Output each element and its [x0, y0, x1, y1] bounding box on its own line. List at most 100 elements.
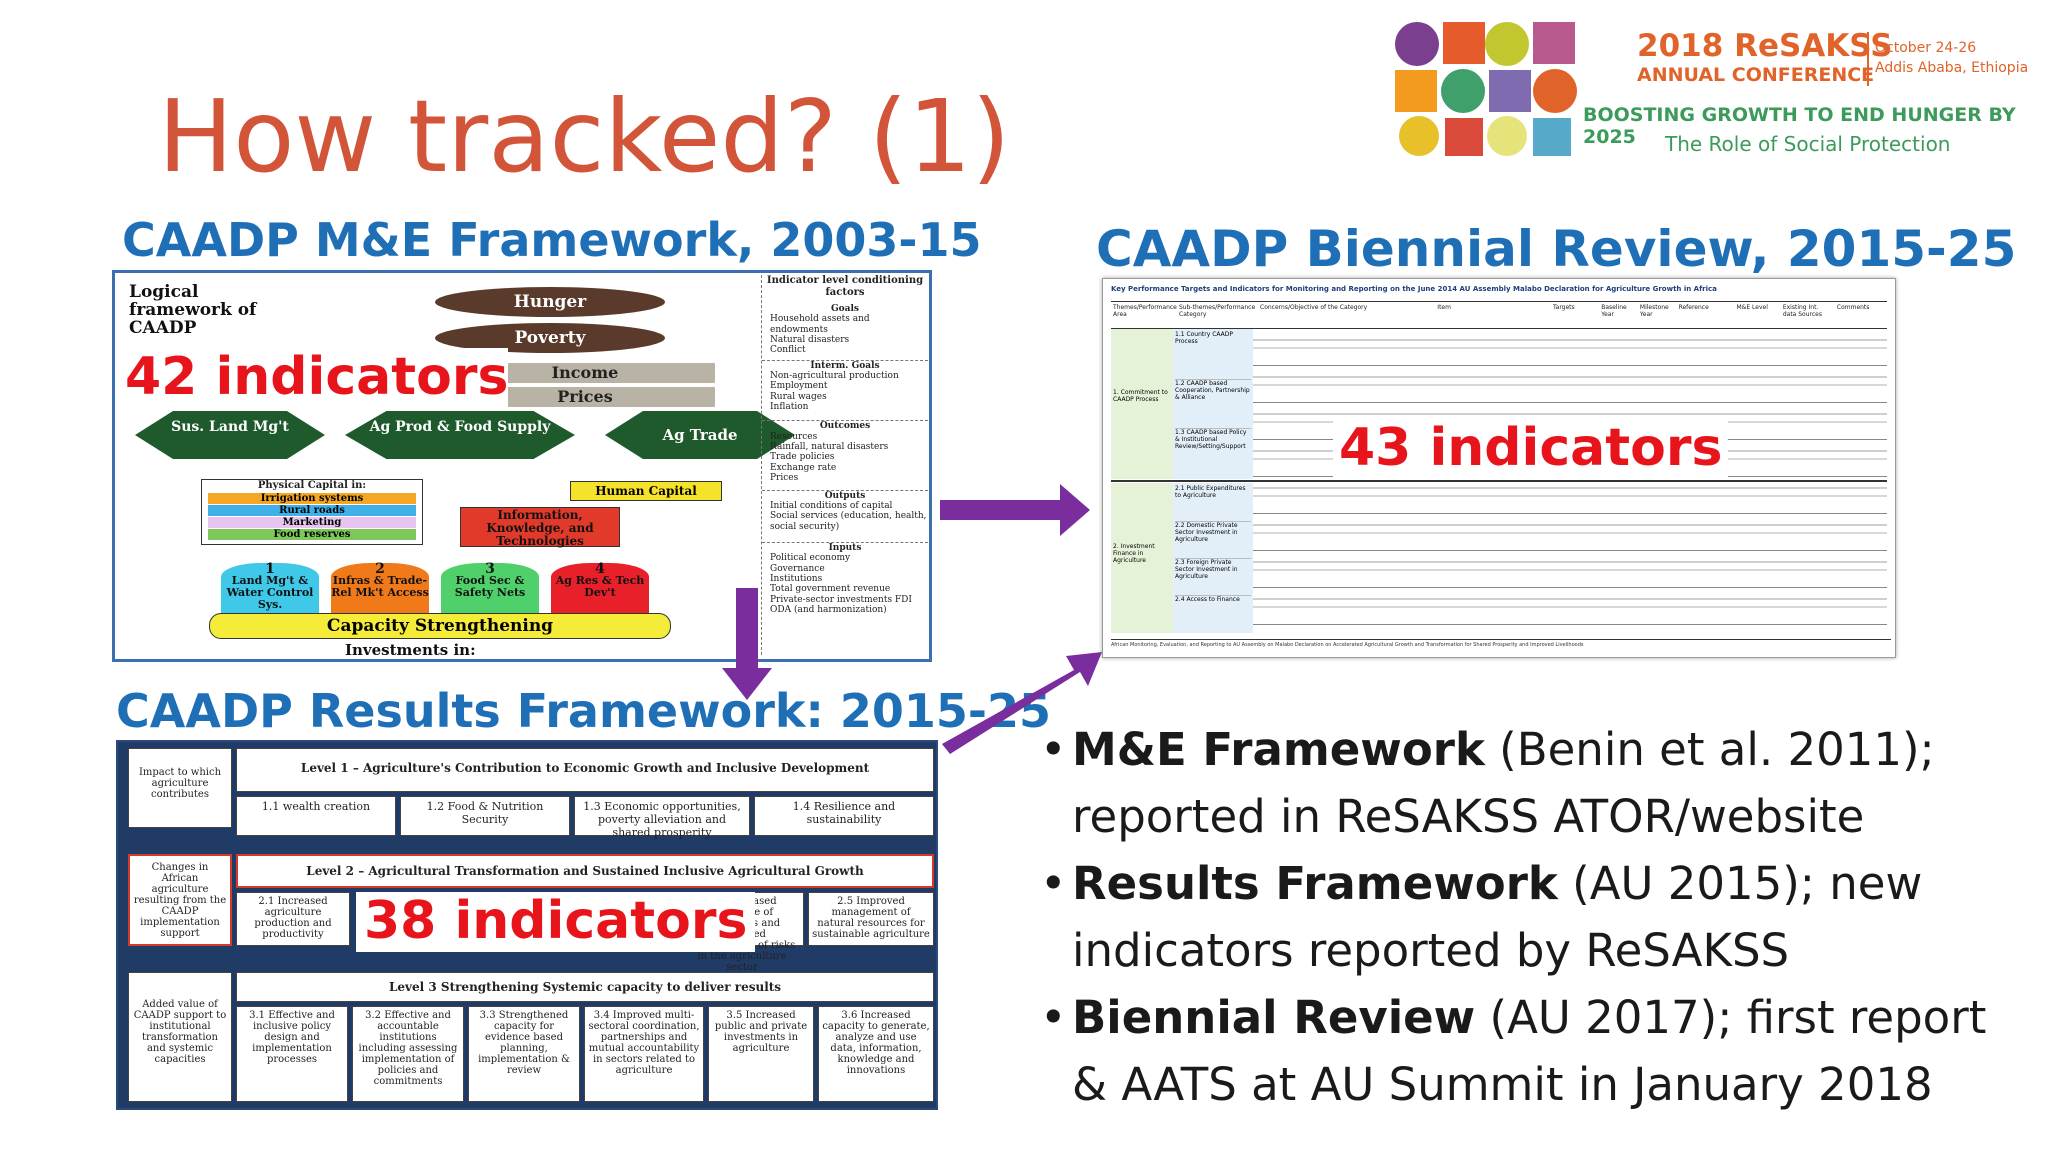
diamond-agprod-label: Ag Prod & Food Supply: [369, 419, 551, 435]
bullet-list: M&E Framework (Benin et al. 2011); repor…: [1040, 716, 2000, 1118]
header-cell: Themes/Performance Area: [1113, 304, 1177, 318]
logo-mosaic-icon: [1395, 22, 1577, 156]
outcomes-list: Resources Rainfall, natural disasters Tr…: [762, 432, 928, 484]
outcome-item: Rainfall, natural disasters: [770, 442, 889, 453]
level1-title: Level 1 – Agriculture's Contribution to …: [236, 748, 934, 792]
header-cell: Concerns/Objective of the Category: [1260, 304, 1368, 311]
level2-item: 2.5 Improved management of natural resou…: [808, 892, 934, 946]
inputs-label: Inputs: [762, 541, 928, 553]
level1-item-label: 1.2 Food & Nutrition Security: [426, 800, 544, 826]
me-framework-diagram: Logical framework of CAADP Hunger Povert…: [112, 270, 932, 662]
diamond-land-label: Sus. Land Mg't: [171, 419, 289, 435]
hunger-ellipse: Hunger: [435, 287, 665, 317]
interm-item: Inflation: [770, 402, 809, 413]
interm-item: Employment: [770, 381, 828, 392]
input-item: Institutions: [770, 573, 823, 584]
indicator-header: Indicator level conditioning factors: [766, 275, 924, 298]
diamond-trade-label: Ag Trade: [662, 426, 738, 444]
logo-event: ANNUAL CONFERENCE: [1637, 64, 1875, 86]
subtheme-cell: 2.4 Access to Finance: [1175, 596, 1240, 603]
outcome-item: Trade policies: [770, 452, 835, 463]
logo-subtitle: The Role of Social Protection: [1665, 132, 1951, 156]
diamond-trade: Ag Trade: [605, 411, 795, 459]
header-cell: Sub-themes/Performance Category: [1179, 304, 1256, 318]
subtheme-cell: 2.3 Foreign Private Sector Investment in…: [1175, 559, 1251, 596]
slide-title: How tracked? (1): [158, 78, 1011, 195]
subtheme-cell: 2.1 Public Expenditures to Agriculture: [1175, 485, 1251, 522]
level2-side-label: Changes in African agriculture resulting…: [133, 862, 227, 939]
outputs-list: Initial conditions of capital Social ser…: [762, 501, 928, 532]
logo-dates: October 24-26: [1875, 40, 1977, 56]
capacity-label: Capacity Strengthening: [326, 616, 554, 636]
header-cell: Item: [1437, 304, 1451, 311]
level1-item: 1.1 wealth creation: [236, 796, 396, 836]
header-cell: Reference: [1678, 304, 1709, 311]
biennial-review-table: Key Performance Targets and Indicators f…: [1102, 278, 1896, 658]
results-indicator-count: 38 indicators: [356, 891, 756, 952]
level3-item-label: 3.5 Increased public and private investm…: [714, 1010, 808, 1054]
input-item: ODA (and harmonization): [770, 604, 887, 615]
subtheme-column: 1.1 Country CAADP Process 1.2 CAADP base…: [1173, 329, 1253, 479]
level1-item: 1.3 Economic opportunities, poverty alle…: [574, 796, 750, 839]
poverty-label: Poverty: [514, 328, 586, 348]
level2-title-label: Level 2 – Agricultural Transformation an…: [306, 864, 864, 878]
logo-org: 2018 ReSAKSS: [1637, 28, 1893, 64]
theme-label: 1. Commitment to CAADP Process: [1113, 389, 1168, 403]
pillar-2-label: Infras & Trade-Rel Mk't Access: [331, 574, 429, 599]
physical-item-irrigation: Irrigation systems: [208, 492, 416, 504]
theme-cell: 2. Investment Finance in Agriculture: [1111, 483, 1173, 633]
bullet-text: (Benin et al. 2011); reported in ReSAKSS…: [1072, 723, 1935, 843]
header-cell: Baseline Year: [1601, 304, 1627, 318]
level2-item-label: 2.1 Increased agriculture production and…: [254, 896, 332, 940]
header-cell: Existing Int. data Sources: [1782, 304, 1822, 318]
input-item: Governance: [770, 563, 825, 574]
diagram-title: Logical framework of CAADP: [129, 282, 257, 338]
biennial-indicator-count: 43 indicators: [1333, 418, 1729, 479]
physical-capital-label: Physical Capital in:: [257, 480, 367, 491]
interm-item: Non-agricultural production: [770, 371, 899, 382]
biennial-review-heading: CAADP Biennial Review, 2015-25: [1096, 220, 2017, 278]
pillar-4-label: Ag Res & Tech Dev't: [555, 574, 645, 599]
pillar-1-label: Land Mg't & Water Control Sys.: [226, 574, 314, 611]
level1-item-label: 1.1 wealth creation: [261, 800, 371, 813]
level2-side: Changes in African agriculture resulting…: [128, 854, 232, 946]
subtheme-cell: 2.2 Domestic Private Sector Investment i…: [1175, 522, 1251, 559]
level3-item: 3.4 Improved multi-sectoral coordination…: [584, 1006, 704, 1102]
bullet-text: (AU 2015); new indicators reported by Re…: [1072, 857, 1923, 977]
bullet-item: Results Framework (AU 2015); new indicat…: [1040, 850, 2000, 984]
prices-label: Prices: [557, 387, 613, 406]
physical-item-marketing: Marketing: [208, 516, 416, 528]
level3-item-label: 3.4 Improved multi-sectoral coordination…: [588, 1010, 700, 1076]
bullet-text: (AU 2017); first report & AATS at AU Sum…: [1072, 991, 1987, 1111]
goal-item: Natural disasters: [770, 335, 850, 346]
level1-side-label: Impact to which agriculture contributes: [138, 767, 222, 800]
input-item: Total government revenue: [770, 584, 891, 595]
hunger-label: Hunger: [513, 292, 587, 312]
header-cell: Milestone Year: [1639, 304, 1669, 318]
output-item: Initial conditions of capital: [770, 500, 893, 511]
income-box: Income: [455, 363, 715, 383]
physical-capital-box: Physical Capital in: Irrigation systems …: [201, 479, 423, 545]
inputs-list: Political economy Governance Institution…: [762, 553, 928, 615]
interm-list: Non-agricultural production Employment R…: [762, 371, 928, 412]
logo-place: Addis Ababa, Ethiopia: [1875, 60, 2029, 76]
bullet-bold: Biennial Review: [1072, 991, 1476, 1044]
bullet-bold: M&E Framework: [1072, 723, 1485, 776]
level2-item-label: 2.5 Improved management of natural resou…: [812, 896, 930, 940]
investments-label: Investments in:: [345, 641, 476, 659]
outcomes-label: Outcomes: [762, 420, 928, 431]
table-title: Key Performance Targets and Indicators f…: [1111, 285, 1717, 293]
diamond-land: Sus. Land Mg't: [135, 411, 325, 459]
table-header-row: Themes/Performance Area Sub-themes/Perfo…: [1111, 301, 1887, 329]
input-item: Private-sector investments FDI: [770, 594, 912, 605]
level1-item: 1.2 Food & Nutrition Security: [400, 796, 570, 836]
indicator-column: Indicator level conditioning factors Goa…: [761, 275, 928, 655]
logo-divider: [1867, 32, 1869, 86]
goals-list: Household assets and endowments Natural …: [762, 314, 928, 355]
level3-item: 3.5 Increased public and private investm…: [708, 1006, 814, 1102]
header-cell: M&E Level: [1736, 304, 1768, 311]
capacity-box: Capacity Strengthening: [209, 613, 671, 639]
results-framework-heading: CAADP Results Framework: 2015-25: [116, 684, 1052, 738]
logo-tagline: BOOSTING GROWTH TO END HUNGER BY 2025: [1583, 104, 2016, 148]
interm-label: Interm. Goals: [762, 359, 928, 371]
